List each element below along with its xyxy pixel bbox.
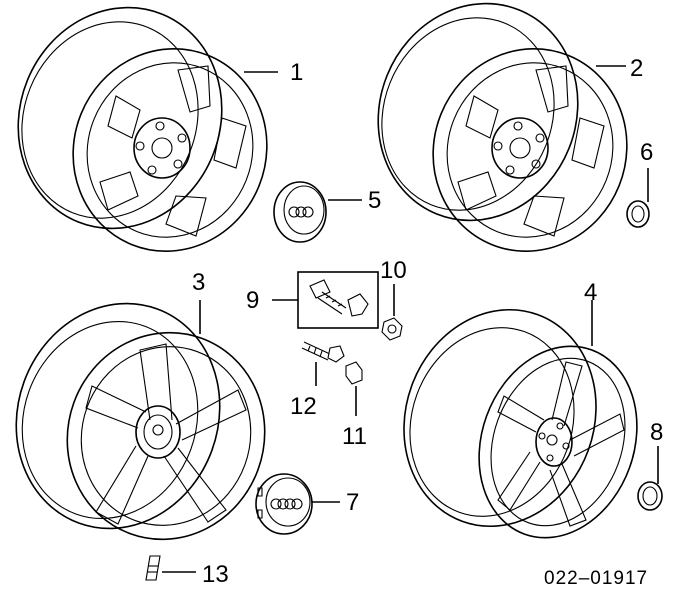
- wheel-4: [403, 300, 638, 539]
- emblem-8: [637, 446, 663, 511]
- center-cap-7: [255, 473, 340, 535]
- emblem-6: [626, 168, 650, 228]
- bolt-12: [301, 341, 345, 386]
- reference-code: 022–01917: [544, 568, 648, 589]
- lug-nut-10: [381, 284, 403, 341]
- callout-6: 6: [640, 139, 653, 166]
- callout-8: 8: [650, 419, 663, 446]
- callout-13: 13: [202, 561, 229, 588]
- bolt-kit-9: [272, 271, 379, 329]
- callout-3: 3: [192, 269, 205, 296]
- valve-stem-13: [145, 555, 196, 581]
- callout-4: 4: [584, 279, 597, 306]
- center-cap-5: [273, 181, 362, 243]
- callout-12: 12: [290, 393, 317, 420]
- callout-1: 1: [290, 59, 303, 86]
- callout-11: 11: [342, 423, 367, 450]
- callout-5: 5: [368, 187, 381, 214]
- nut-11: [345, 361, 363, 416]
- callout-2: 2: [630, 55, 643, 82]
- callout-7: 7: [346, 489, 359, 516]
- callout-9: 9: [246, 287, 259, 314]
- wheel-1: [17, 6, 278, 252]
- wheel-3: [15, 300, 266, 541]
- callout-10: 10: [380, 257, 407, 284]
- wheel-2: [377, 2, 628, 252]
